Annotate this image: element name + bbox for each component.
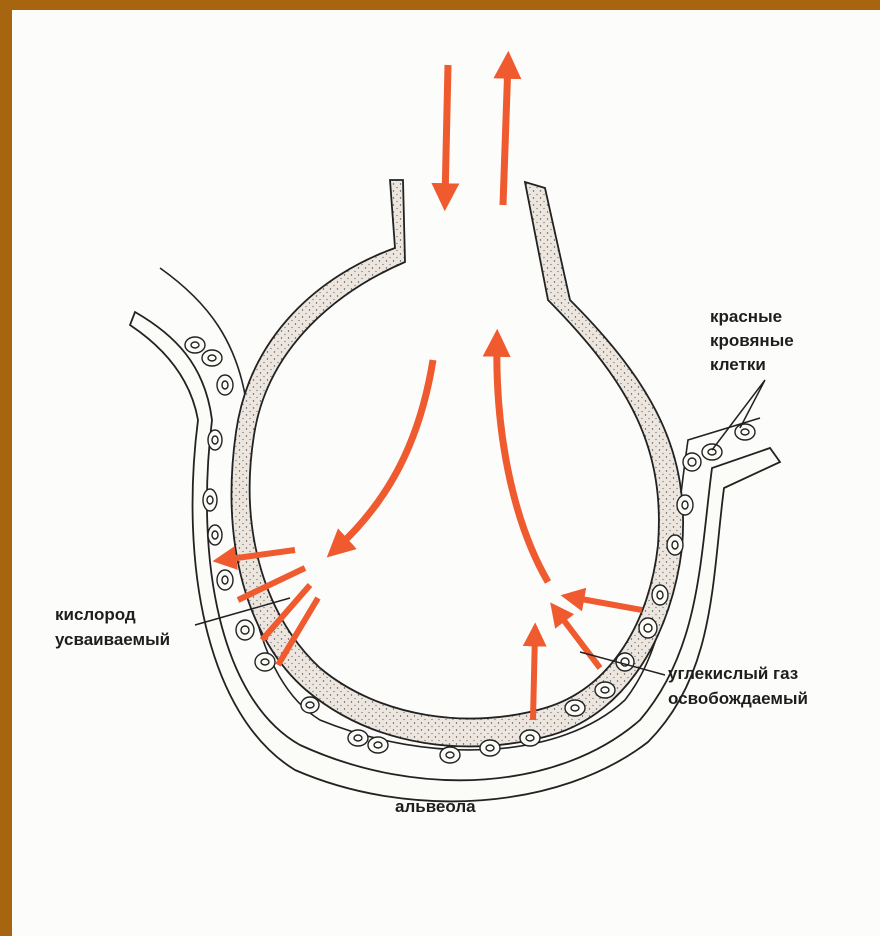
- air-out-of-alveolus-arrow: [497, 340, 548, 582]
- airflow-arrows: [335, 62, 548, 582]
- label-red-cells-2: кровяные: [710, 331, 794, 350]
- label-oxygen-2: усваиваемый: [55, 630, 170, 649]
- label-oxygen-1: кислород: [55, 605, 136, 624]
- label-alveolus: альвеола: [395, 797, 476, 816]
- label-co2-1: углекислый газ: [668, 664, 798, 683]
- label-red-cells-1: красные: [710, 307, 782, 326]
- exhaled-air-arrow: [503, 62, 508, 205]
- air-into-alveolus-arrow: [335, 360, 433, 550]
- label-co2-2: освобождаемый: [668, 689, 808, 708]
- red-cells-leader: [712, 380, 765, 450]
- inhaled-air-arrow: [445, 65, 448, 200]
- label-red-cells-3: клетки: [710, 355, 766, 374]
